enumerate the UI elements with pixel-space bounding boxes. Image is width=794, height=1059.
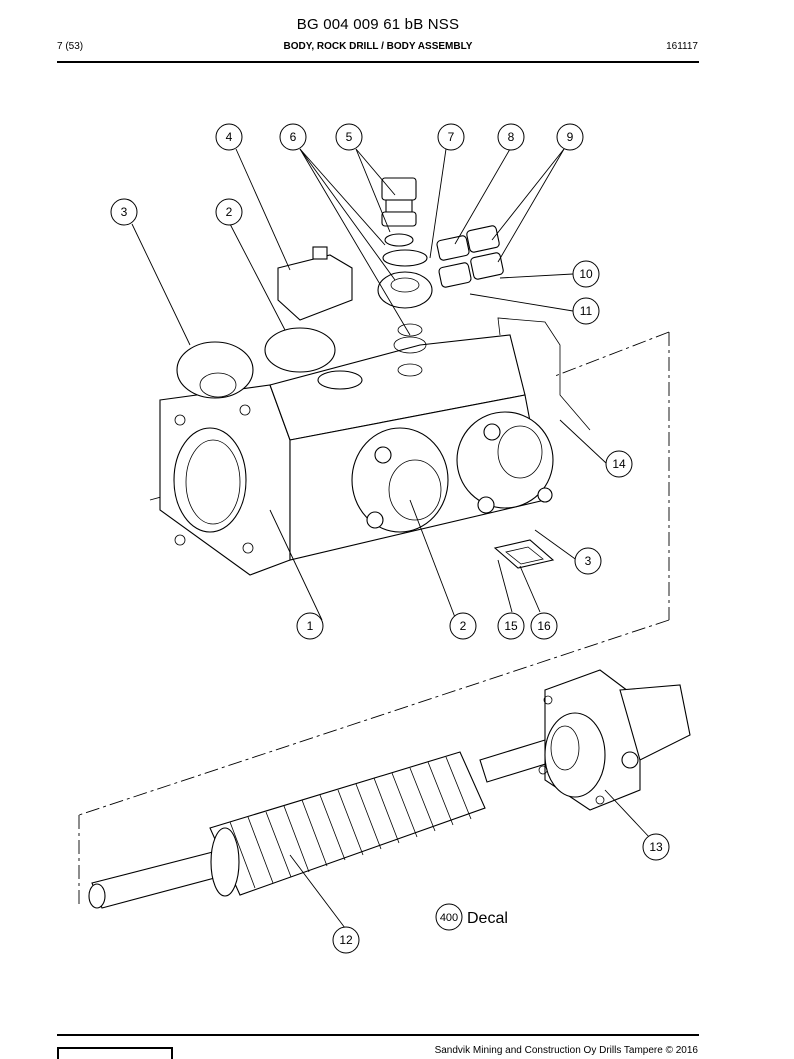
svg-text:1: 1 bbox=[307, 619, 314, 633]
svg-text:15: 15 bbox=[504, 619, 518, 633]
svg-text:6: 6 bbox=[290, 130, 297, 144]
svg-text:14: 14 bbox=[612, 457, 626, 471]
callout-6: 6 bbox=[279, 123, 307, 151]
date-code: 161117 bbox=[666, 41, 698, 52]
leader-lines bbox=[131, 148, 651, 929]
callout-3: 3 bbox=[574, 547, 602, 575]
header-rule bbox=[57, 61, 699, 63]
svg-text:13: 13 bbox=[649, 840, 663, 854]
section-title: BODY, ROCK DRILL / BODY ASSEMBLY bbox=[283, 41, 473, 52]
side-fittings bbox=[436, 225, 504, 288]
svg-text:3: 3 bbox=[121, 205, 128, 219]
callout-7: 7 bbox=[437, 123, 465, 151]
svg-text:2: 2 bbox=[226, 205, 233, 219]
callout-11: 11 bbox=[572, 297, 600, 325]
fitting-stack bbox=[377, 177, 433, 337]
gasket bbox=[493, 539, 555, 569]
callout-15: 15 bbox=[497, 612, 525, 640]
callout-16: 16 bbox=[530, 612, 558, 640]
svg-text:2: 2 bbox=[460, 619, 467, 633]
callout-14: 14 bbox=[605, 450, 633, 478]
callout-10: 10 bbox=[572, 260, 600, 288]
callout-2: 2 bbox=[215, 198, 243, 226]
callout-9: 9 bbox=[556, 123, 584, 151]
svg-text:5: 5 bbox=[346, 130, 353, 144]
callout-12: 12 bbox=[332, 926, 360, 954]
footer-rule bbox=[57, 1034, 699, 1036]
svg-text:4: 4 bbox=[226, 130, 233, 144]
decal-label: Decal bbox=[467, 910, 508, 927]
copyright-text: Sandvik Mining and Construction Oy Drill… bbox=[434, 1045, 698, 1056]
assembly-line bbox=[78, 619, 670, 816]
document-number: BG 004 009 61 bB NSS bbox=[296, 16, 460, 33]
svg-text:9: 9 bbox=[567, 130, 574, 144]
callout-8: 8 bbox=[497, 123, 525, 151]
svg-text:11: 11 bbox=[580, 304, 593, 318]
callout-2: 2 bbox=[449, 612, 477, 640]
svg-text:3: 3 bbox=[585, 554, 592, 568]
svg-text:10: 10 bbox=[579, 267, 593, 281]
callout-400: 400 bbox=[435, 903, 463, 931]
callout-13: 13 bbox=[642, 833, 670, 861]
svg-text:8: 8 bbox=[508, 130, 515, 144]
page-number: 7 (53) bbox=[57, 41, 84, 52]
piston bbox=[88, 739, 553, 909]
svg-text:16: 16 bbox=[537, 619, 551, 633]
svg-text:400: 400 bbox=[440, 912, 458, 924]
company-logo bbox=[57, 1047, 173, 1059]
callout-4: 4 bbox=[215, 123, 243, 151]
svg-text:12: 12 bbox=[339, 933, 353, 947]
callout-1: 1 bbox=[296, 612, 324, 640]
callout-5: 5 bbox=[335, 123, 363, 151]
rock-drill-body bbox=[159, 246, 591, 576]
front-head bbox=[538, 669, 691, 811]
assembly-line bbox=[554, 331, 670, 377]
svg-text:7: 7 bbox=[448, 130, 455, 144]
callout-3: 3 bbox=[110, 198, 138, 226]
